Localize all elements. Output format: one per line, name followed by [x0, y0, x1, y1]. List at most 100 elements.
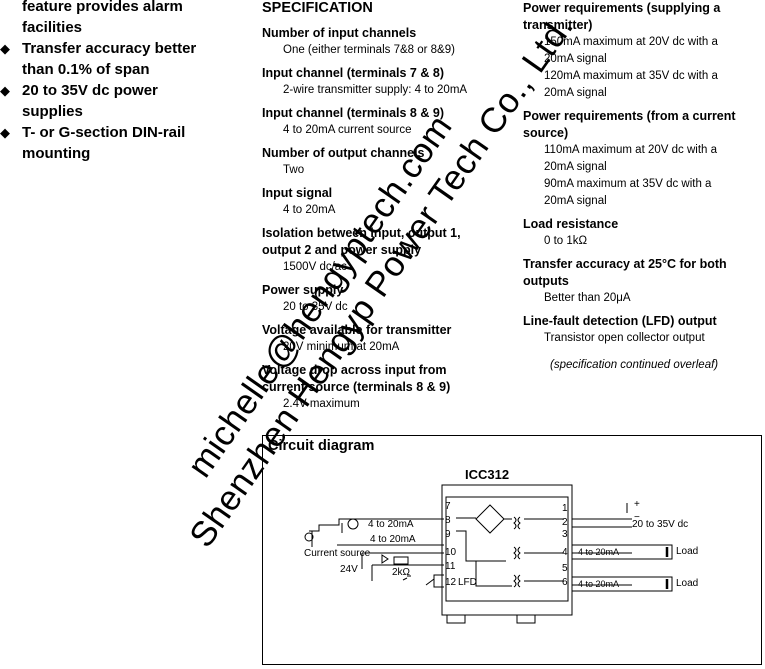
lfd-arrow — [402, 575, 411, 581]
feature-line: mounting — [22, 145, 91, 162]
left-terminal-number: 8 — [445, 515, 451, 526]
spec-heading: Load resistance — [523, 217, 619, 231]
spec-heading: current source (terminals 8 & 9) — [262, 380, 451, 394]
spec-section: Input channel (terminals 7 & 8)2-wire tr… — [262, 65, 517, 99]
left-terminal-number: 10 — [445, 547, 457, 558]
input-wiring — [309, 518, 444, 547]
right-terminal-number: 5 — [562, 563, 568, 574]
feature-text: feature provides alarm facilities — [22, 0, 183, 38]
spec-value: Transistor open collector output — [544, 332, 705, 344]
spec-value: Better than 20μA — [544, 292, 631, 304]
supply-label: 20 to 35V dc — [632, 519, 688, 530]
spec-heading: Input channel (terminals 8 & 9) — [262, 106, 444, 120]
feature-line: facilities — [22, 19, 83, 36]
transformer-2 — [513, 546, 521, 560]
left-terminal-labels: 7 8 9 10 11 12 — [445, 501, 457, 588]
transmitter-symbol — [347, 518, 359, 530]
spec-value: One (either terminals 7&8 or 8&9) — [283, 44, 455, 56]
spec-title: SPECIFICATION — [262, 0, 373, 16]
spec-heading: outputs — [523, 274, 569, 288]
left-terminal-number: 7 — [445, 501, 451, 512]
spec-heading: Input signal — [262, 186, 333, 200]
spec-value: 120mA maximum at 35V dc with a — [544, 70, 718, 82]
spec-heading: Line-fault detection (LFD) output — [523, 314, 717, 328]
lfd-label: LFD — [458, 577, 477, 588]
output2-loop — [571, 576, 673, 592]
spec-value: 4 to 20mA current source — [283, 124, 412, 136]
feature-line: feature provides alarm — [22, 0, 183, 15]
feature-item: feature provides alarm facilities — [0, 0, 240, 38]
spec-heading: output 2 and power supply — [262, 243, 422, 257]
diode-symbol — [381, 554, 389, 564]
lfd-wiring — [425, 574, 444, 588]
right-terminal-number: 4 — [562, 547, 568, 558]
resistor-2k — [393, 556, 409, 565]
spec-value: 150mA maximum at 20V dc with a — [544, 36, 718, 48]
circuit-diagram-box — [262, 435, 762, 665]
current-source-label: Current source — [304, 548, 371, 559]
source-wiring — [361, 552, 444, 581]
transformer-3 — [513, 574, 521, 588]
feature-text: T- or G-section DIN-rail mounting — [22, 122, 185, 164]
spec-heading: Voltage drop across input from — [262, 363, 447, 377]
left-terminal-number: 11 — [445, 561, 456, 572]
din-rail-feet — [446, 615, 536, 624]
spec-value: 20mA signal — [544, 195, 607, 207]
internal-wiring — [456, 517, 564, 587]
spec-value: 4 to 20mA — [283, 204, 336, 216]
right-terminal-number: 3 — [562, 529, 568, 540]
module-name: ICC312 — [465, 467, 509, 482]
load2-label: Load — [676, 578, 698, 589]
spec-section: Input signal 4 to 20mA — [262, 185, 517, 219]
spec-value: 90mA maximum at 35V dc with a — [544, 178, 712, 190]
spec-value: 20V minimum at 20mA — [283, 341, 400, 353]
spec-value: Two — [283, 164, 305, 176]
feature-line: 20 to 35V dc power — [22, 82, 158, 99]
spec-value: 1500V dc/ac — [283, 261, 347, 273]
spec-value: 20mA signal — [544, 53, 607, 65]
left-terminal-number: 9 — [445, 529, 451, 540]
bullet-icon: ◆ — [0, 83, 10, 98]
output2-label: 4 to 20mA — [578, 579, 619, 589]
spec-value: 20mA signal — [544, 87, 607, 99]
bullet-icon — [0, 0, 22, 38]
right-terminal-number: 1 — [562, 503, 568, 514]
spec-heading: Input channel (terminals 7 & 8) — [262, 66, 444, 80]
voltage-label: 24V — [340, 564, 358, 575]
spec-section: Voltage drop across input from current so… — [262, 362, 517, 413]
feature-line: T- or G-section DIN-rail — [22, 124, 186, 141]
feature-line: Transfer accuracy better — [22, 40, 197, 57]
output-wiring — [572, 518, 632, 586]
spec-heading: Power supply — [262, 283, 344, 297]
transformer-1 — [513, 516, 521, 530]
spec-heading: Power requirements (supplying a — [523, 1, 721, 15]
circuit-title: Circuit diagram — [268, 438, 375, 454]
spec-heading: Power requirements (from a current — [523, 109, 736, 123]
resistor-label: 2kΩ — [392, 567, 411, 578]
spec-value: 0 to 1kΩ — [544, 235, 588, 247]
right-terminal-number: 2 — [562, 517, 568, 528]
loop2-label: 4 to 20mA — [370, 534, 416, 545]
minus-label: − — [634, 512, 640, 523]
spec-heading: Transfer accuracy at 25°C for both — [523, 257, 727, 271]
left-terminal-number: 12 — [445, 577, 457, 588]
ground-symbol — [304, 532, 314, 542]
spec-heading: Isolation between input, output 1, — [262, 226, 461, 240]
spec-heading: Number of output channels — [262, 146, 425, 160]
